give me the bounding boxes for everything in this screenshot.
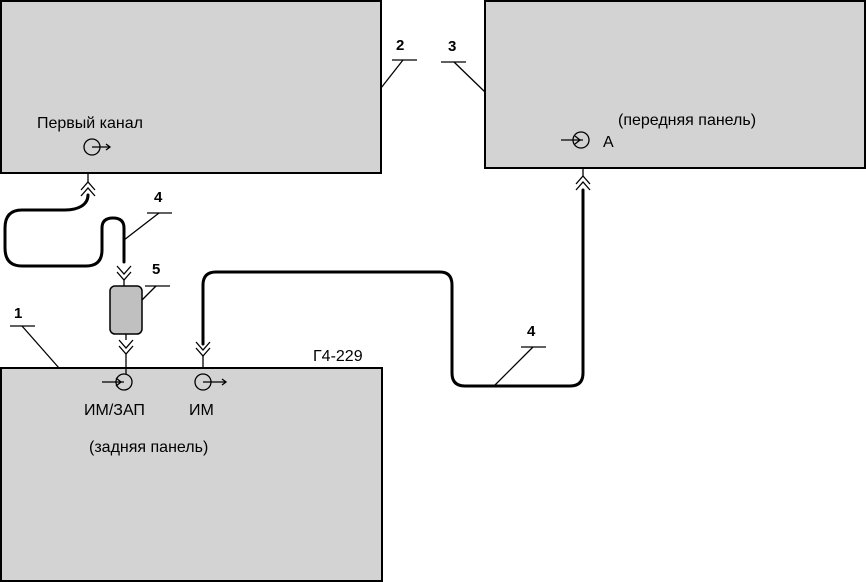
callout-5: 5 bbox=[141, 261, 170, 301]
coax-output-connector-icon bbox=[194, 373, 228, 391]
coax-output-connector-icon bbox=[83, 138, 112, 156]
device-3-panel bbox=[484, 0, 866, 169]
attenuator-body bbox=[109, 285, 143, 335]
generator-model-label: Г4-229 bbox=[313, 348, 363, 365]
callout-4-number: 4 bbox=[527, 323, 536, 340]
first-channel-label: Первый канал bbox=[37, 115, 143, 132]
callout-4-number: 4 bbox=[154, 189, 163, 206]
connector-a-label: А bbox=[603, 134, 614, 151]
attenuator bbox=[109, 285, 143, 374]
callout-3-number: 3 bbox=[448, 38, 456, 55]
double-chevron-plug-icon bbox=[118, 339, 134, 374]
callout-4-upper: 4 bbox=[123, 189, 172, 241]
device-2-panel bbox=[0, 0, 382, 174]
callout-3: 3 bbox=[441, 38, 486, 93]
front-panel-label: (передняя панель) bbox=[618, 112, 756, 129]
mod-connector-label: ИМ bbox=[189, 402, 214, 419]
double-chevron-plug-icon bbox=[195, 341, 211, 368]
callout-5-number: 5 bbox=[152, 261, 160, 278]
callout-4-lower: 4 bbox=[493, 323, 546, 387]
rear-panel-label: (задняя панель) bbox=[89, 439, 208, 456]
generator-panel bbox=[0, 367, 383, 582]
double-chevron-plug-icon bbox=[575, 168, 591, 191]
cable-path bbox=[3, 193, 126, 268]
generator-device: Г4-229 ИМ/ЗАП ИМ (задняя панель) bbox=[0, 348, 383, 582]
cable-path bbox=[201, 188, 585, 388]
callout-1-number: 1 bbox=[14, 305, 22, 322]
double-chevron-plug-icon bbox=[80, 173, 96, 197]
callout-2: 2 bbox=[380, 37, 417, 89]
cable-device-2-to-attenuator bbox=[3, 173, 132, 286]
cable-mod-to-device-3 bbox=[195, 168, 591, 388]
mod-sync-connector-label: ИМ/ЗАП bbox=[84, 402, 145, 419]
coax-input-connector-icon bbox=[102, 373, 133, 391]
double-chevron-plug-icon bbox=[116, 265, 132, 286]
device-2: Первый канал bbox=[0, 0, 382, 174]
device-3: (передняя панель) А bbox=[484, 0, 866, 169]
coax-input-connector-icon bbox=[561, 131, 590, 149]
callout-1: 1 bbox=[10, 305, 60, 369]
callout-2-number: 2 bbox=[396, 37, 404, 54]
